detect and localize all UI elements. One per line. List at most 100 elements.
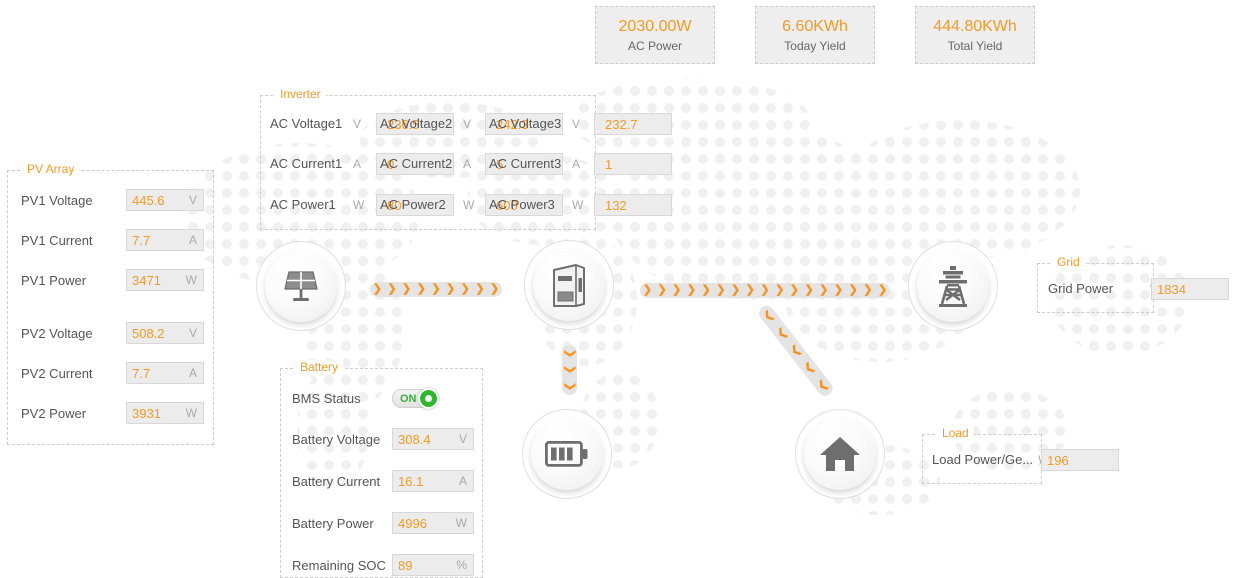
ac-power3-unit: W — [572, 198, 584, 212]
chevron-right-icon: ❯ — [716, 284, 726, 296]
ac-current3-field[interactable]: 1 — [594, 153, 672, 175]
total-yield-label: Total Yield — [947, 38, 1003, 53]
grid-power-field[interactable]: 1834 — [1151, 278, 1229, 300]
ac-voltage3-unit: V — [572, 117, 581, 131]
pv2-current-value: 7.7 — [132, 365, 151, 381]
chevron-right-icon: ❯ — [642, 284, 652, 296]
chevron-right-icon: ❯ — [460, 283, 470, 295]
battery-voltage-field[interactable]: 308.4 V — [392, 428, 474, 450]
pv1-power-field[interactable]: 3471 W — [126, 269, 204, 291]
ac-power-card: 2030.00W AC Power — [595, 6, 715, 64]
load-node[interactable] — [795, 409, 885, 499]
ac-power2-unit: W — [463, 198, 475, 212]
pv-array-node[interactable] — [256, 241, 346, 331]
pv2-power-unit: W — [185, 406, 197, 420]
chevron-right-icon: ❯ — [686, 284, 697, 296]
total-yield-value: 444.80KWh — [933, 17, 1017, 35]
pv2-current-field[interactable]: 7.7 A — [126, 362, 204, 384]
bms-status-toggle[interactable]: ON — [392, 388, 439, 409]
bms-status-value: ON — [400, 392, 417, 405]
chevron-down-icon: ❯ — [564, 365, 576, 375]
remaining-soc-field[interactable]: 89 % — [392, 554, 474, 576]
ac-voltage3-label: AC Voltage3 — [489, 116, 562, 131]
ac-voltage2-label: AC Voltage2 — [380, 116, 453, 131]
ac-voltage1-unit: V — [353, 117, 362, 131]
load-power-field[interactable]: 196 — [1041, 449, 1119, 471]
pv2-current-row: PV2 Current 7.7 A — [21, 362, 213, 384]
pv1-current-unit: A — [188, 233, 197, 247]
battery-power-value: 4996 — [398, 515, 427, 531]
pv2-voltage-row: PV2 Voltage 508.2 V — [21, 322, 213, 344]
pv2-voltage-field[interactable]: 508.2 V — [126, 322, 204, 344]
ac-power3-field[interactable]: 132 — [594, 194, 672, 216]
inverter-node-inner — [533, 249, 605, 321]
grid-node[interactable] — [908, 241, 998, 331]
chevron-right-icon: ❯ — [819, 284, 829, 296]
pv2-voltage-value: 508.2 — [132, 325, 165, 341]
flow-grid-to-load: ❯ ❯ ❯ ❯ ❯ — [756, 302, 836, 399]
load-node-inner — [804, 418, 876, 490]
today-yield-label: Today Yield — [784, 38, 846, 53]
flow-pv-to-inverter: ❯ ❯ ❯ ❯ ❯ ❯ ❯ ❯ ❯ — [370, 282, 502, 297]
chevron-down-icon: ❯ — [815, 378, 831, 394]
battery-node-inner — [531, 418, 603, 490]
inverter-icon — [553, 264, 585, 307]
pv2-voltage-label: PV2 Voltage — [21, 325, 93, 341]
bms-status-row: BMS Status ON — [292, 388, 482, 409]
pv2-voltage-unit: V — [188, 326, 197, 340]
pv-array-title: PV Array — [22, 162, 80, 176]
toggle-knob-icon — [418, 388, 439, 409]
battery-power-label: Battery Power — [292, 515, 374, 531]
battery-current-value: 16.1 — [398, 473, 424, 489]
chevron-down-icon: ❯ — [775, 326, 790, 342]
flow-inverter-to-grid: ❯ ❯ ❯ ❯ ❯ ❯ ❯ ❯ ❯ ❯ ❯ ❯ ❯ ❯ ❯ ❯ ❯ — [640, 283, 890, 298]
ac-power3-label: AC Power3 — [489, 197, 555, 212]
grid-power-row: Grid Power W — [1048, 281, 1161, 296]
today-yield-card: 6.60KWh Today Yield — [755, 6, 875, 64]
inverter-node[interactable] — [524, 240, 614, 330]
pv1-current-value: 7.7 — [132, 232, 151, 248]
load-power-label: Load Power/Ge... — [932, 452, 1034, 467]
chevron-right-icon: ❯ — [489, 283, 500, 295]
chevron-right-icon: ❯ — [804, 284, 814, 296]
battery-voltage-unit: V — [458, 432, 467, 446]
ac-current3-value: 1 — [605, 157, 613, 172]
pv1-voltage-field[interactable]: 445.6 V — [126, 189, 204, 211]
grid-title: Grid — [1052, 255, 1085, 269]
load-panel: Load Load Power/Ge... W 196 — [922, 426, 1119, 484]
transmission-tower-icon — [939, 266, 967, 307]
chevron-right-icon: ❯ — [446, 283, 456, 295]
total-yield-card: 444.80KWh Total Yield — [915, 6, 1035, 64]
chevron-right-icon: ❯ — [701, 284, 711, 296]
ac-voltage3-field[interactable]: 232.7 — [594, 113, 672, 135]
pv1-current-field[interactable]: 7.7 A — [126, 229, 204, 251]
chevron-right-icon: ❯ — [833, 284, 844, 296]
pv1-power-label: PV1 Power — [21, 272, 87, 288]
battery-voltage-label: Battery Voltage — [292, 431, 381, 447]
chevron-down-icon: ❯ — [564, 382, 576, 392]
pv-array-panel: PV Array PV1 Voltage 445.6 V PV1 Current… — [7, 162, 214, 445]
grid-power-label: Grid Power — [1048, 281, 1114, 296]
pv2-current-unit: A — [188, 366, 197, 380]
battery-node[interactable] — [522, 409, 612, 499]
pv2-current-label: PV2 Current — [21, 365, 93, 381]
pv2-power-label: PV2 Power — [21, 405, 87, 421]
load-power-value: 196 — [1047, 452, 1069, 468]
battery-current-unit: A — [458, 474, 467, 488]
chevron-right-icon: ❯ — [416, 283, 426, 295]
grid-node-inner — [917, 250, 989, 322]
battery-current-field[interactable]: 16.1 A — [392, 470, 474, 492]
battery-power-field[interactable]: 4996 W — [392, 512, 474, 534]
remaining-soc-row: Remaining SOC 89 % — [292, 554, 482, 576]
chevron-right-icon: ❯ — [760, 284, 770, 296]
chevron-right-icon: ❯ — [387, 283, 397, 295]
flow-inverter-to-battery: ❯ ❯ ❯ — [562, 345, 577, 395]
pv2-power-field[interactable]: 3931 W — [126, 402, 204, 424]
house-icon — [820, 437, 860, 471]
ac-current2-label: AC Current2 — [380, 156, 453, 171]
solar-panel-icon — [284, 271, 318, 301]
summary-cards: 2030.00W AC Power 6.60KWh Today Yield 44… — [595, 6, 1035, 64]
chevron-down-icon: ❯ — [761, 308, 777, 325]
battery-voltage-value: 308.4 — [398, 431, 431, 447]
pv1-current-row: PV1 Current 7.7 A — [21, 229, 213, 251]
